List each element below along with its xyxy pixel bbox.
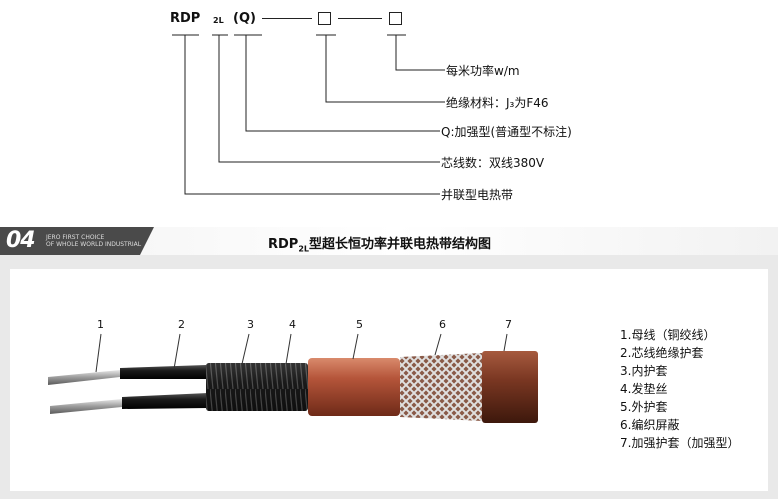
dash-1 [262, 18, 312, 19]
part-leaders [95, 333, 508, 373]
part-number-7: 7 [505, 318, 512, 331]
braided-shield [400, 353, 482, 421]
legend-item: 4.发垫丝 [620, 382, 668, 396]
dash-2 [338, 18, 382, 19]
legend-item: 1.母线（铜绞线） [620, 328, 716, 342]
annotation-power: 每米功率w/m [446, 64, 520, 78]
part-number-5: 5 [356, 318, 363, 331]
part-number-4: 4 [289, 318, 296, 331]
annotation-reinforced: Q:加强型(普通型不标注) [441, 125, 572, 139]
figure-title-sub: 2L [298, 244, 310, 254]
annotation-type: 并联型电热带 [441, 188, 514, 202]
parts-legend: 1.母线（铜绞线） 2.芯线绝缘护套 3.内护套 4.发垫丝 5.外护套 6.编… [620, 326, 739, 452]
badge-line-1: JERO FIRST CHOICE [46, 234, 105, 241]
annotation-material: 绝缘材料：J₃为F46 [446, 96, 549, 110]
code-cores: 2L [213, 16, 224, 25]
code-prefix: RDP [170, 11, 201, 26]
legend-item: 6.编织屏蔽 [620, 418, 680, 432]
legend-item: 5.外护套 [620, 400, 668, 414]
core-insulation-upper [120, 365, 206, 379]
section-number: 04 [6, 228, 36, 253]
diagram-area: 1 2 3 4 5 6 7 1.母线（铜绞线） 2.芯线绝缘护套 3.内护套 4… [10, 269, 768, 491]
part-number-3: 3 [247, 318, 254, 331]
cable-illustration [48, 333, 538, 423]
figure-title-rest: 型超长恒功率并联电热带结构图 [309, 237, 492, 252]
part-number-2: 2 [178, 318, 185, 331]
figure-title: RDP2L型超长恒功率并联电热带结构图 [268, 233, 491, 254]
legend-item: 7.加强护套（加强型） [620, 436, 740, 450]
legend-item: 3.内护套 [620, 364, 668, 378]
badge-line-2: OF WHOLE WORLD INDUSTRIAL [46, 241, 142, 248]
reinforced-jacket [482, 351, 538, 423]
copper-strand-upper [48, 370, 120, 385]
figure-title-main: RDP [268, 237, 299, 252]
header-bar-light [140, 227, 778, 255]
core-insulation-lower [122, 393, 208, 409]
placeholder-box-material [318, 12, 331, 25]
part-number-1: 1 [97, 318, 104, 331]
copper-strand-lower [50, 399, 122, 414]
outer-sheath [308, 358, 400, 416]
leader-lines [172, 34, 445, 195]
legend-item: 2.芯线绝缘护套 [620, 346, 704, 360]
code-reinforced: (Q) [233, 11, 256, 26]
structure-panel: 04 JERO FIRST CHOICE OF WHOLE WORLD INDU… [0, 227, 778, 499]
annotation-cores: 芯线数：双线380V [441, 156, 545, 170]
placeholder-box-power [389, 12, 402, 25]
part-number-6: 6 [439, 318, 446, 331]
